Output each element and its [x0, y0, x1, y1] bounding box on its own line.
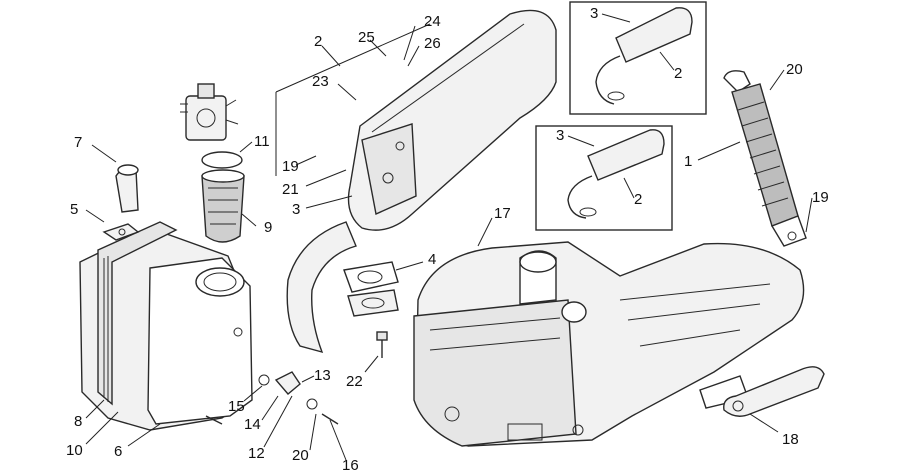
callout-5: 5 [70, 201, 78, 218]
callout-6: 6 [114, 443, 122, 460]
callout-7: 7 [74, 134, 82, 151]
callout-21: 21 [282, 181, 299, 198]
callout-2: 2 [314, 33, 322, 50]
air-filter-housing-drawing [79, 221, 253, 431]
callout-24: 24 [424, 13, 441, 30]
kickstart-lever-drawing [723, 366, 825, 417]
callout-26: 26 [424, 35, 441, 52]
callout-20-right: 20 [786, 61, 803, 78]
callout-15: 15 [228, 398, 245, 415]
fittings-drawing [205, 371, 339, 425]
callout-20: 20 [292, 447, 309, 464]
callout-17: 17 [494, 205, 511, 222]
callout-3-inset-top: 3 [590, 5, 598, 22]
carburetor-drawing [180, 83, 239, 141]
intake-snorkel-drawing [115, 164, 139, 213]
callout-4: 4 [428, 251, 436, 268]
callout-25: 25 [358, 29, 375, 46]
callout-1: 1 [684, 153, 692, 170]
callout-19: 19 [282, 158, 299, 175]
callout-12: 12 [248, 445, 265, 462]
muffler-drawing [286, 9, 557, 354]
callout-9: 9 [264, 219, 272, 236]
callout-14: 14 [244, 416, 261, 433]
callout-2-inset-top: 2 [674, 65, 682, 82]
callout-11: 11 [254, 133, 270, 150]
leader-lines [85, 13, 813, 461]
callout-10: 10 [66, 442, 83, 459]
callout-13: 13 [314, 367, 331, 384]
bolt-drawing [376, 331, 388, 358]
callout-3: 3 [292, 201, 300, 218]
callout-2-inset-middle: 2 [634, 191, 642, 208]
callout-16: 16 [342, 457, 359, 473]
callout-22: 22 [346, 373, 363, 390]
callout-23: 23 [312, 73, 329, 90]
group-bracket-2 [275, 23, 431, 176]
inset-box-top [569, 1, 707, 115]
inset-box-middle [535, 125, 673, 231]
callout-labels: 2 25 24 26 23 7 11 19 21 3 5 9 4 17 22 1… [66, 5, 829, 473]
shock-absorber-drawing [723, 70, 807, 247]
callout-19-right: 19 [812, 189, 829, 206]
callout-8: 8 [74, 413, 82, 430]
exhaust-gasket-drawing [343, 261, 399, 317]
callout-18: 18 [782, 431, 799, 448]
intake-hose-drawing [201, 151, 245, 243]
callout-3-inset-middle: 3 [556, 127, 564, 144]
